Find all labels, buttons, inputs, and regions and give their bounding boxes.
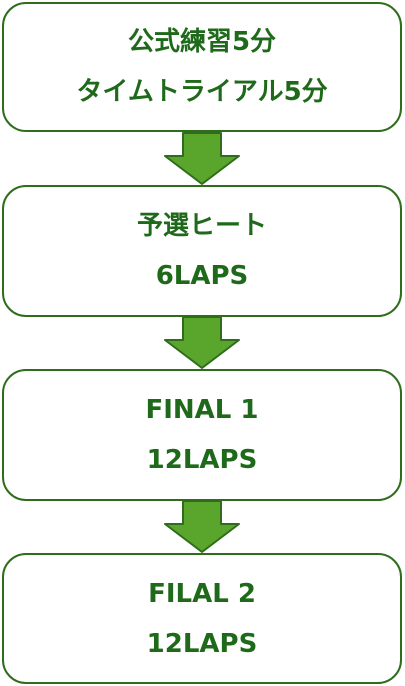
stage-box-qualifying-heat: 予選ヒート 6LAPS bbox=[2, 185, 402, 317]
stage-detail: 6LAPS bbox=[155, 261, 249, 291]
stage-detail: タイムトライアル5分 bbox=[76, 77, 328, 107]
stage-title: 公式練習5分 bbox=[127, 27, 277, 57]
stage-box-final-1: FINAL 1 12LAPS bbox=[2, 369, 402, 501]
stage-detail: 12LAPS bbox=[146, 628, 258, 659]
stage-title: FINAL 1 bbox=[145, 395, 259, 425]
down-arrow-icon bbox=[164, 316, 240, 369]
stage-detail: 12LAPS bbox=[146, 445, 258, 475]
stage-title: FILAL 2 bbox=[148, 578, 256, 609]
down-arrow-icon bbox=[164, 500, 240, 553]
stage-box-practice: 公式練習5分 タイムトライアル5分 bbox=[2, 2, 402, 132]
stage-box-final-2: FILAL 2 12LAPS bbox=[2, 553, 402, 684]
down-arrow-icon bbox=[164, 132, 240, 185]
stage-title: 予選ヒート bbox=[136, 211, 267, 241]
